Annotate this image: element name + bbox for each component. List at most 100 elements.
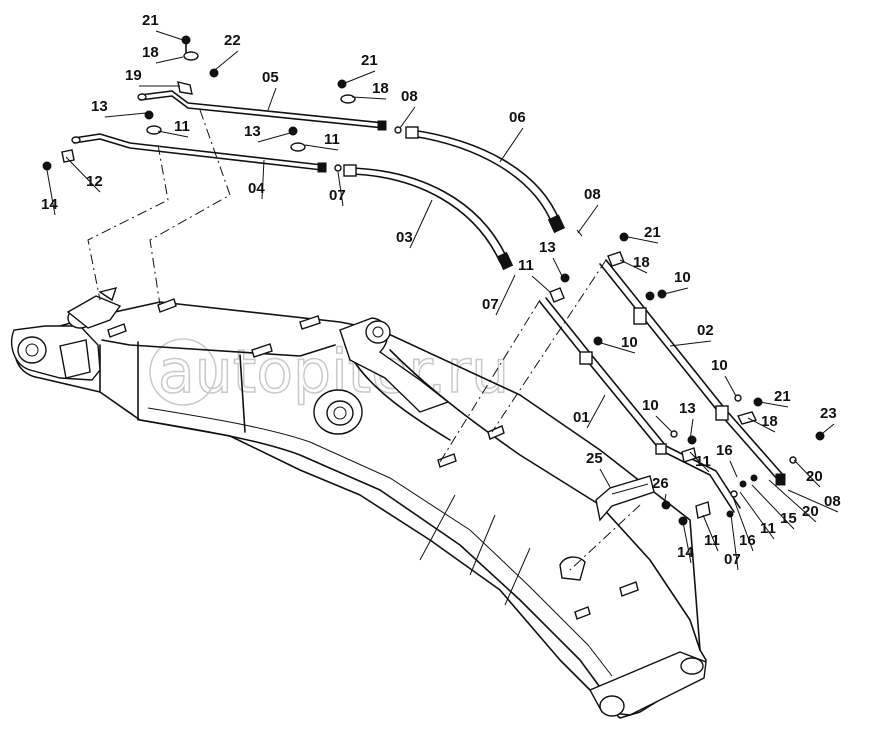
callout-leader-line [732,496,754,552]
callout-leader-line [399,106,416,129]
callout-18: 18 [351,80,389,100]
callout-06: 06 [499,109,526,163]
pipe-05 [137,90,387,131]
callout-21: 21 [344,52,378,84]
callout-label: 12 [86,173,103,190]
callout-13: 13 [679,400,696,441]
callout-02: 02 [669,322,714,347]
callout-label: 13 [91,98,108,115]
pipe-01 [539,297,741,513]
callout-11: 11 [702,514,720,552]
callout-label: 08 [584,186,601,203]
callout-leader-line [214,50,239,71]
callout-label: 23 [820,405,837,422]
callout-label: 11 [324,131,340,148]
callout-07: 07 [724,514,741,571]
callout-22: 22 [214,32,241,71]
callout-label: 11 [695,453,711,470]
callout-leader-line [689,451,710,473]
callout-21: 21 [142,12,184,41]
callout-label: 16 [716,442,733,459]
callout-label: 22 [224,32,241,49]
callout-leader-line [655,415,673,433]
callout-18: 18 [619,254,650,274]
callout-label: 10 [674,269,691,286]
callout-label: 14 [677,544,694,561]
callout-label: 21 [644,224,661,241]
callout-leader-line [257,132,291,143]
callout-leader-line [599,468,611,488]
callout-leader-line [747,417,776,433]
callout-10: 10 [600,334,638,354]
callout-label: 20 [806,468,823,485]
callout-leader-line [577,204,599,234]
callout-leader-line [682,521,692,564]
callout-11: 11 [689,451,711,473]
callout-leader-line [586,394,606,429]
callout-label: 18 [761,413,778,430]
callout-leader-line [499,127,524,163]
callout-leader-line [627,236,659,244]
callout-16: 16 [716,442,738,478]
callout-16: 16 [732,496,756,552]
callout-label: 26 [652,475,669,492]
callout-leader-line [304,144,339,151]
hardware [42,35,825,526]
callout-leader-line [793,459,821,488]
pipe-02 [599,259,786,486]
callout-leader-line [65,156,101,193]
callout-21: 21 [627,224,661,244]
callout-leader-line [351,96,387,100]
callout-leader-line [730,514,739,571]
callout-leader-line [768,479,817,523]
callout-18: 18 [142,44,184,64]
callout-label: 04 [248,180,265,197]
callout-leader-line [724,375,737,397]
callout-19: 19 [125,67,180,87]
callout-leader-line [261,159,265,200]
callout-03: 03 [396,199,433,249]
callout-leader-line [751,484,795,530]
callout-label: 18 [633,254,650,271]
callout-label: 21 [774,388,791,405]
callout-leader-line [759,401,789,408]
callout-leader-line [344,70,376,84]
callout-label: 15 [780,510,797,527]
callout-21: 21 [759,388,791,408]
callout-leader-line [817,423,835,438]
pipe-04 [71,133,327,173]
callout-leader-line [46,169,56,216]
callout-leader-line [155,56,184,64]
callout-label: 11 [760,520,776,537]
callout-leader-line [552,257,564,279]
callout-label: 20 [802,503,819,520]
hose-03 [343,164,514,271]
callout-label: 18 [142,44,159,61]
callout-07: 07 [482,274,516,316]
callout-label: 07 [329,187,346,204]
hose-06 [405,126,566,234]
callout-label: 13 [244,123,261,140]
callout-11: 11 [304,131,340,151]
callout-label: 05 [262,69,279,86]
callout-label: 14 [41,196,58,213]
callout-leader-line [729,460,738,478]
callout-01: 01 [573,394,606,429]
callout-label: 07 [724,551,741,568]
callout-label: 11 [174,118,190,135]
callout-label: 13 [679,400,696,417]
callout-10: 10 [642,397,673,433]
callout-23: 23 [817,405,837,438]
callout-label: 08 [824,493,841,510]
callout-04: 04 [248,159,265,200]
callout-13: 13 [539,239,564,279]
callout-label: 13 [539,239,556,256]
callout-08: 08 [577,186,601,234]
callout-label: 10 [711,357,728,374]
callout-label: 07 [482,296,499,313]
callout-leader-line [267,87,277,111]
callout-14: 14 [41,169,58,216]
